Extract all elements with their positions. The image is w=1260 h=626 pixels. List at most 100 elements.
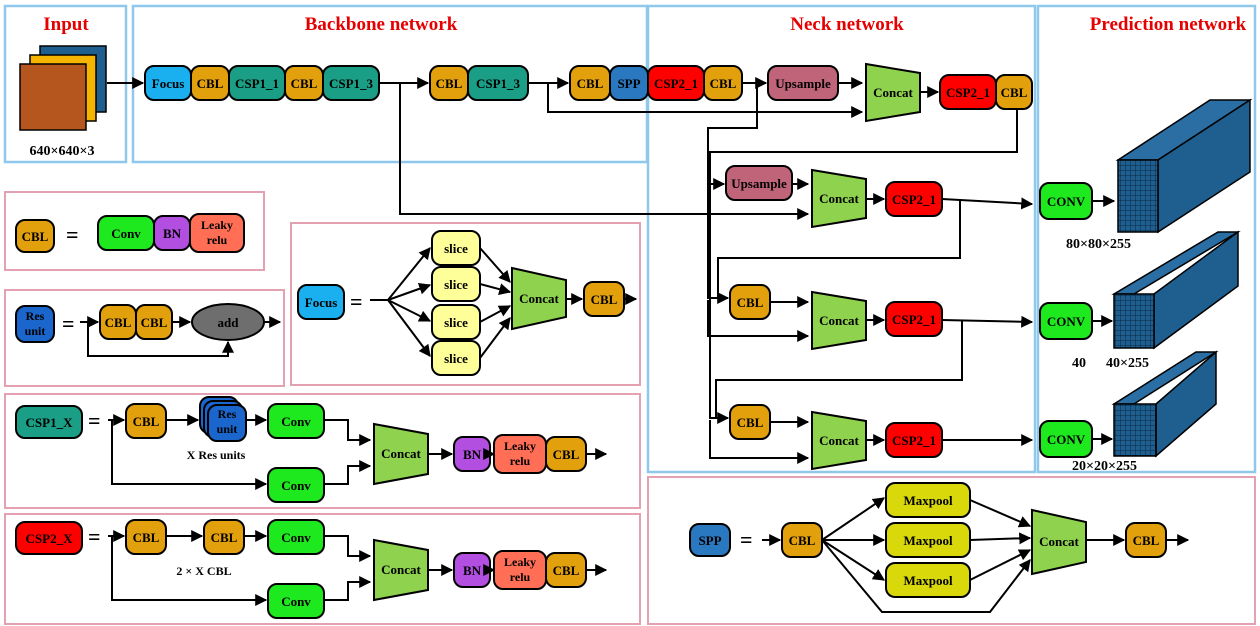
legend-slice-3: slice: [431, 304, 481, 340]
legend-cbl: CBL: [15, 219, 55, 253]
svg-text:CBL: CBL: [553, 563, 580, 578]
svg-text:Conv: Conv: [281, 594, 311, 609]
legend-res-eq: =: [62, 311, 75, 336]
neck-csp2-1-top: CSP2_1: [647, 65, 705, 101]
svg-text:Concat: Concat: [519, 291, 559, 306]
legend-csp1-frame: [4, 393, 641, 509]
backbone-focus: Focus: [144, 65, 192, 101]
svg-text:CSP2_1: CSP2_1: [892, 312, 936, 327]
legend-csp1-x: CSP1_X: [15, 405, 83, 439]
neck-concat-4: Concat: [811, 410, 867, 471]
legend-focus-concat: Concat: [511, 266, 567, 331]
legend-maxpool-2: Maxpool: [885, 522, 971, 558]
output-cube-80: [1115, 98, 1253, 234]
neck-cbl-row4: CBL: [729, 404, 771, 440]
legend-csp1-conv-1: Conv: [267, 403, 325, 439]
svg-text:unit: unit: [25, 324, 46, 338]
neck-csp2-1-top-right: CSP2_1: [939, 74, 997, 110]
legend-slice-2: slice: [431, 266, 481, 302]
legend-res-cbl-2: CBL: [135, 304, 173, 340]
svg-text:SPP: SPP: [617, 76, 640, 91]
legend-csp1-conv-2: Conv: [267, 467, 325, 503]
neck-upsample-top: Upsample: [767, 65, 839, 101]
backbone-title: Backbone network: [305, 14, 458, 35]
svg-text:CBL: CBL: [737, 415, 764, 430]
legend-spp-frame: [647, 476, 1256, 625]
svg-text:Concat: Concat: [1039, 534, 1079, 549]
prediction-title: Prediction network: [1090, 14, 1247, 35]
svg-text:CBL: CBL: [105, 315, 132, 330]
legend-csp2-eq: =: [88, 524, 101, 549]
svg-text:CBL: CBL: [553, 447, 580, 462]
legend-csp2-bn: BN: [453, 552, 491, 588]
svg-text:Concat: Concat: [819, 191, 859, 206]
legend-csp2-note: 2 × X CBL: [176, 564, 231, 578]
svg-text:add: add: [218, 315, 240, 330]
svg-text:Concat: Concat: [873, 85, 913, 100]
svg-text:CSP2_X: CSP2_X: [26, 531, 74, 546]
prediction-conv-1: CONV: [1039, 182, 1093, 220]
legend-focus: Focus: [297, 284, 345, 320]
svg-text:relu: relu: [510, 454, 531, 468]
prediction-frame: [1036, 4, 1257, 474]
svg-text:BN: BN: [163, 226, 182, 241]
backbone-cbl-2: CBL: [284, 65, 324, 101]
svg-text:Leaky: Leaky: [504, 439, 536, 453]
svg-text:CONV: CONV: [1047, 432, 1086, 447]
svg-text:Conv: Conv: [281, 414, 311, 429]
legend-csp2-x: CSP2_X: [15, 521, 83, 555]
legend-csp1-eq: =: [88, 408, 101, 433]
neck-concat-2: Concat: [811, 168, 867, 229]
svg-text:CSP1_3: CSP1_3: [476, 76, 521, 91]
legend-csp2-cbl-end: CBL: [545, 552, 587, 588]
svg-text:Leaky: Leaky: [504, 555, 536, 569]
svg-text:Leaky: Leaky: [201, 218, 233, 232]
svg-text:CSP2_1: CSP2_1: [892, 433, 936, 448]
legend-spp-cbl-end: CBL: [1125, 522, 1167, 558]
legend-res-cbl-1: CBL: [99, 304, 137, 340]
backbone-spp: SPP: [609, 65, 649, 101]
svg-text:Res: Res: [218, 407, 237, 421]
svg-text:CBL: CBL: [710, 76, 737, 91]
svg-text:CBL: CBL: [141, 315, 168, 330]
legend-maxpool-3: Maxpool: [885, 562, 971, 598]
svg-text:CBL: CBL: [737, 295, 764, 310]
svg-text:CBL: CBL: [577, 76, 604, 91]
svg-text:Conv: Conv: [111, 226, 141, 241]
legend-spp-eq: =: [740, 527, 753, 552]
svg-text:Conv: Conv: [281, 530, 311, 545]
svg-text:Maxpool: Maxpool: [903, 573, 953, 588]
svg-text:Maxpool: Maxpool: [903, 533, 953, 548]
legend-csp2-leaky: Leaky relu: [493, 550, 547, 590]
svg-text:slice: slice: [444, 315, 468, 330]
legend-csp2-frame: [4, 513, 641, 625]
svg-text:slice: slice: [444, 241, 468, 256]
input-title: Input: [43, 14, 89, 35]
svg-text:CBL: CBL: [133, 414, 160, 429]
legend-csp1-res-stack: Res unit: [199, 396, 247, 442]
legend-res-frame: [4, 289, 285, 387]
svg-text:SPP: SPP: [698, 533, 721, 548]
svg-text:slice: slice: [444, 351, 468, 366]
svg-text:unit: unit: [217, 422, 238, 436]
backbone-csp1-1: CSP1_1: [228, 65, 286, 101]
legend-csp2-conv-2: Conv: [267, 583, 325, 619]
svg-text:CBL: CBL: [197, 76, 224, 91]
legend-csp2-concat: Concat: [373, 538, 429, 602]
svg-text:Concat: Concat: [381, 562, 421, 577]
svg-text:Concat: Concat: [381, 446, 421, 461]
svg-text:CBL: CBL: [133, 530, 160, 545]
prediction-conv-3: CONV: [1039, 420, 1093, 458]
svg-text:Conv: Conv: [281, 478, 311, 493]
svg-text:CBL: CBL: [436, 76, 463, 91]
svg-text:Focus: Focus: [152, 76, 185, 91]
svg-text:Upsample: Upsample: [775, 76, 831, 91]
legend-csp1-note: X Res units: [187, 448, 246, 462]
svg-text:CONV: CONV: [1047, 314, 1086, 329]
output-cube-20: [1111, 350, 1219, 458]
legend-focus-eq: =: [350, 289, 363, 314]
legend-csp2-conv-1: Conv: [267, 519, 325, 555]
legend-csp1-concat: Concat: [373, 422, 429, 486]
svg-text:CSP2_1: CSP2_1: [654, 76, 698, 91]
svg-text:relu: relu: [207, 233, 228, 247]
